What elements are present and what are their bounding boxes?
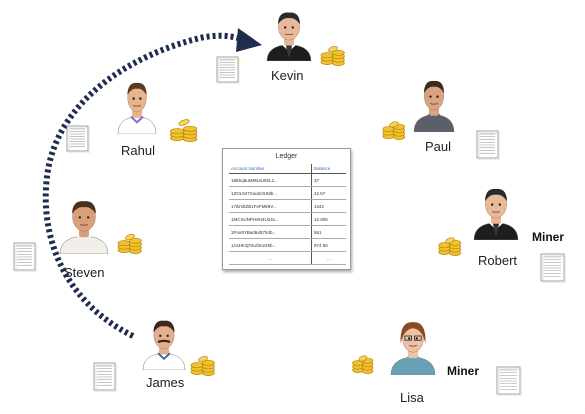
gold-coins-icon	[117, 233, 142, 254]
person-avatar	[413, 80, 455, 132]
ledger-title: Ledger	[275, 153, 298, 160]
person-avatar	[473, 188, 519, 240]
arc-arrowhead	[236, 28, 262, 52]
ledger-row: 1ZOL947Suidn3UMb...42.67	[229, 186, 346, 200]
ledger-row: 1Pov9YBad6vB754b...561	[229, 225, 346, 239]
ledger-cell: 42.67	[311, 186, 346, 200]
ledger-cell: 1342	[311, 199, 346, 213]
ledger-row: 19Ekq6uM9N4U92L2...37	[229, 173, 346, 187]
person-name: Paul	[425, 139, 452, 154]
ledger-cell: 19Ekq6uM9N4U92L2...	[229, 173, 312, 187]
ledger-cell: 12.005	[311, 212, 346, 226]
miner-label: Miner	[532, 230, 565, 244]
document-icon	[216, 56, 240, 84]
transaction-arc	[42, 32, 254, 339]
ledger-header-balance: Balance	[311, 164, 346, 174]
person-avatar	[266, 12, 312, 61]
gold-coins-icon	[382, 121, 405, 140]
ledger-header-account: Account Number	[229, 164, 312, 174]
document-icon	[66, 125, 90, 153]
document-icon	[476, 130, 500, 160]
gold-coins-icon	[190, 355, 215, 376]
person-name: Rahul	[121, 143, 155, 158]
ledger-table: Account Number Balance 19Ekq6uM9N4U92L2.…	[229, 164, 346, 265]
ledger-cell: 1Pov9YBad6vB754b...	[229, 225, 312, 239]
gold-coins-icon	[320, 45, 345, 66]
miner-label: Miner	[447, 364, 480, 378]
ledger-cell: 37	[311, 173, 346, 187]
gold-coins-icon	[438, 237, 461, 256]
ledger-row: 17ikmbZB1FeFMk9V...1342	[229, 199, 346, 213]
ledger-cell: 1ZOL947Suidn3UMb...	[229, 186, 312, 200]
ledger-cell: 17ikmbZB1FeFMk9V...	[229, 199, 312, 213]
person-avatar	[117, 82, 157, 134]
ledger-row: ......	[229, 251, 346, 265]
person-name: Kevin	[271, 68, 304, 83]
person-name: Steven	[64, 265, 105, 280]
ledger-document: Ledger Account Number Balance 19Ekq6uM9N…	[222, 148, 351, 270]
document-icon	[93, 362, 117, 392]
document-icon	[496, 366, 522, 396]
document-icon	[13, 242, 37, 272]
ledger-row: 1MCSUNPH8H4U24v...12.005	[229, 212, 346, 226]
gold-coins-icon	[170, 119, 198, 142]
person-avatar	[390, 322, 436, 375]
person-name: Robert	[478, 253, 518, 268]
document-icon	[540, 253, 566, 283]
ledger-cell: 974.65	[311, 238, 346, 252]
ledger-cell: 561	[311, 225, 346, 239]
ledger-cell: ...	[311, 251, 346, 265]
person-name: James	[146, 375, 185, 390]
ledger-cell: 1AsHK3jToUl3n249b...	[229, 238, 312, 252]
person-avatar	[142, 320, 186, 370]
person-name: Lisa	[400, 390, 424, 405]
person-avatar	[59, 201, 109, 254]
ledger-cell: ...	[229, 251, 312, 265]
gold-coins-icon	[352, 355, 374, 374]
ledger-row: 1AsHK3jToUl3n249b...974.65	[229, 238, 346, 252]
ledger-cell: 1MCSUNPH8H4U24v...	[229, 212, 312, 226]
